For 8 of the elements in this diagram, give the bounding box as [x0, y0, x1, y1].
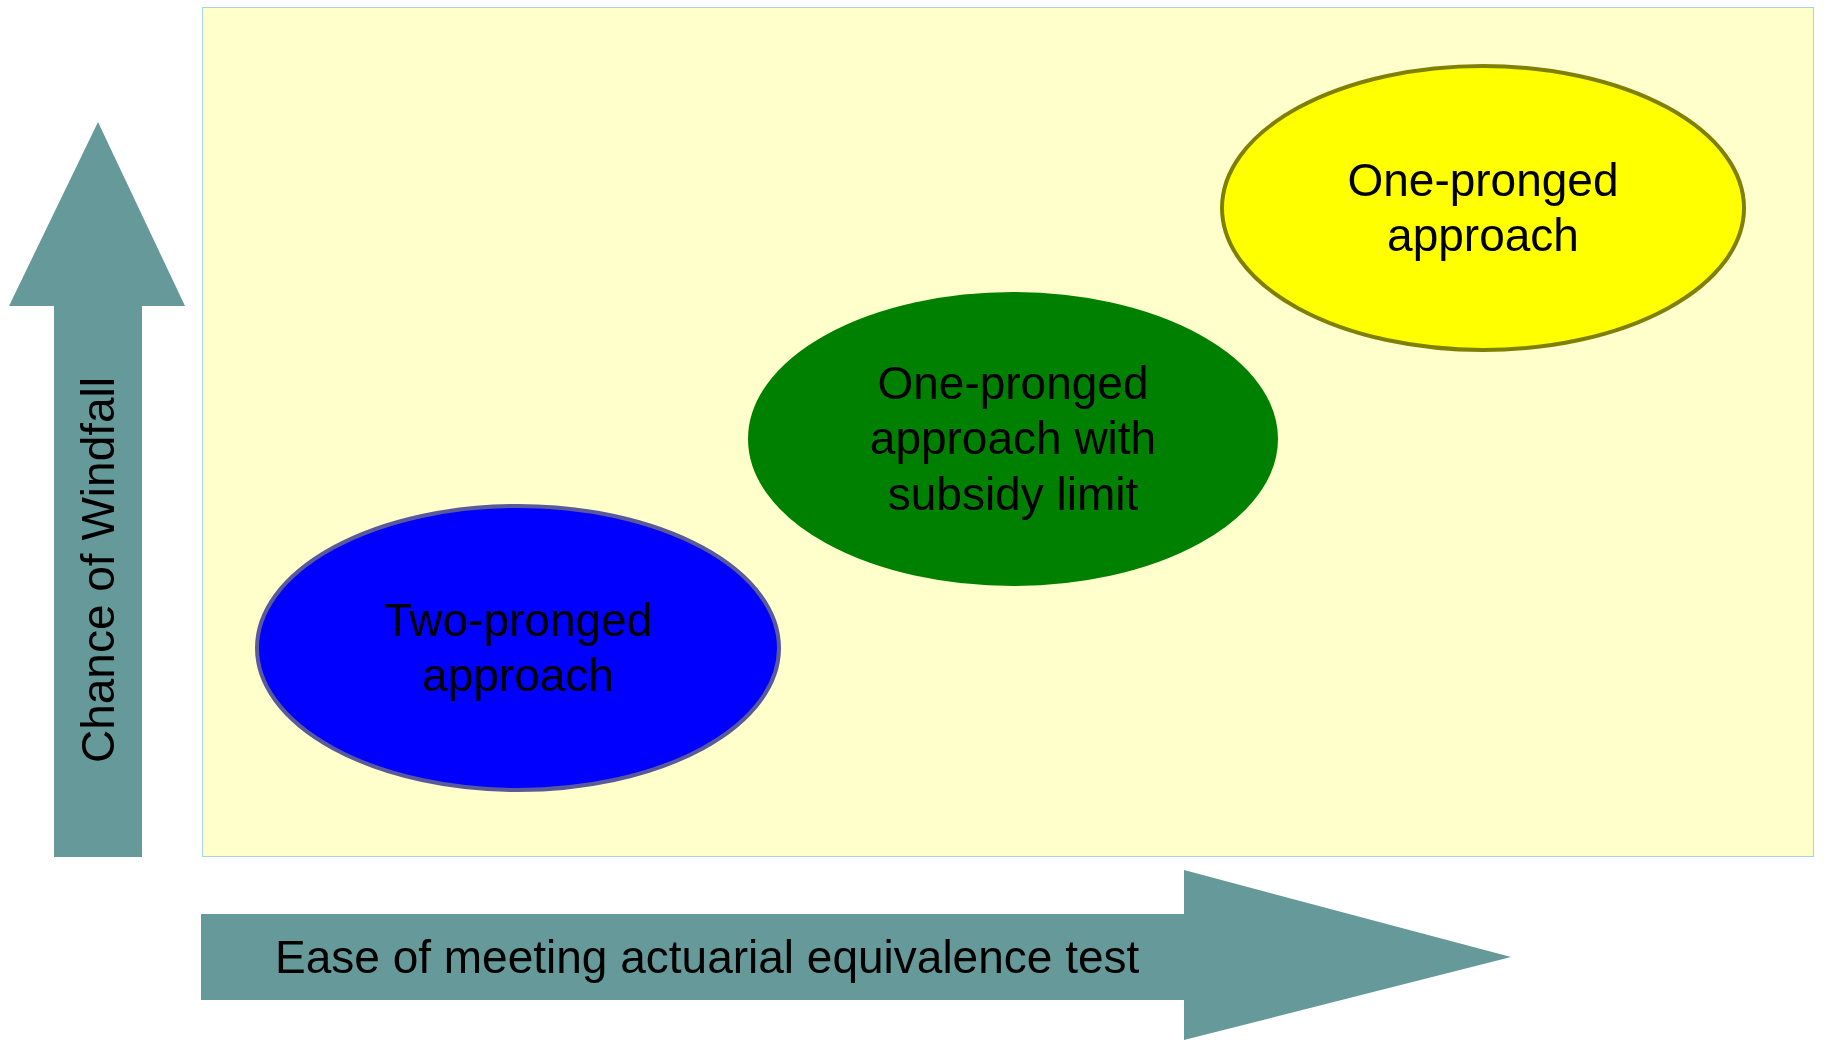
node-label: One-pronged approach — [1346, 152, 1620, 263]
ellipse-node — [748, 292, 1278, 586]
axis-label: Chance of Windfall — [71, 376, 125, 764]
ellipse-node — [255, 504, 781, 792]
node-label: One-pronged approach with subsidy limit — [868, 356, 1158, 522]
node-label: Two-pronged approach — [382, 592, 654, 703]
ellipse-node — [1220, 64, 1746, 352]
axis-label: Ease of meeting actuarial equivalence test — [275, 930, 1140, 984]
